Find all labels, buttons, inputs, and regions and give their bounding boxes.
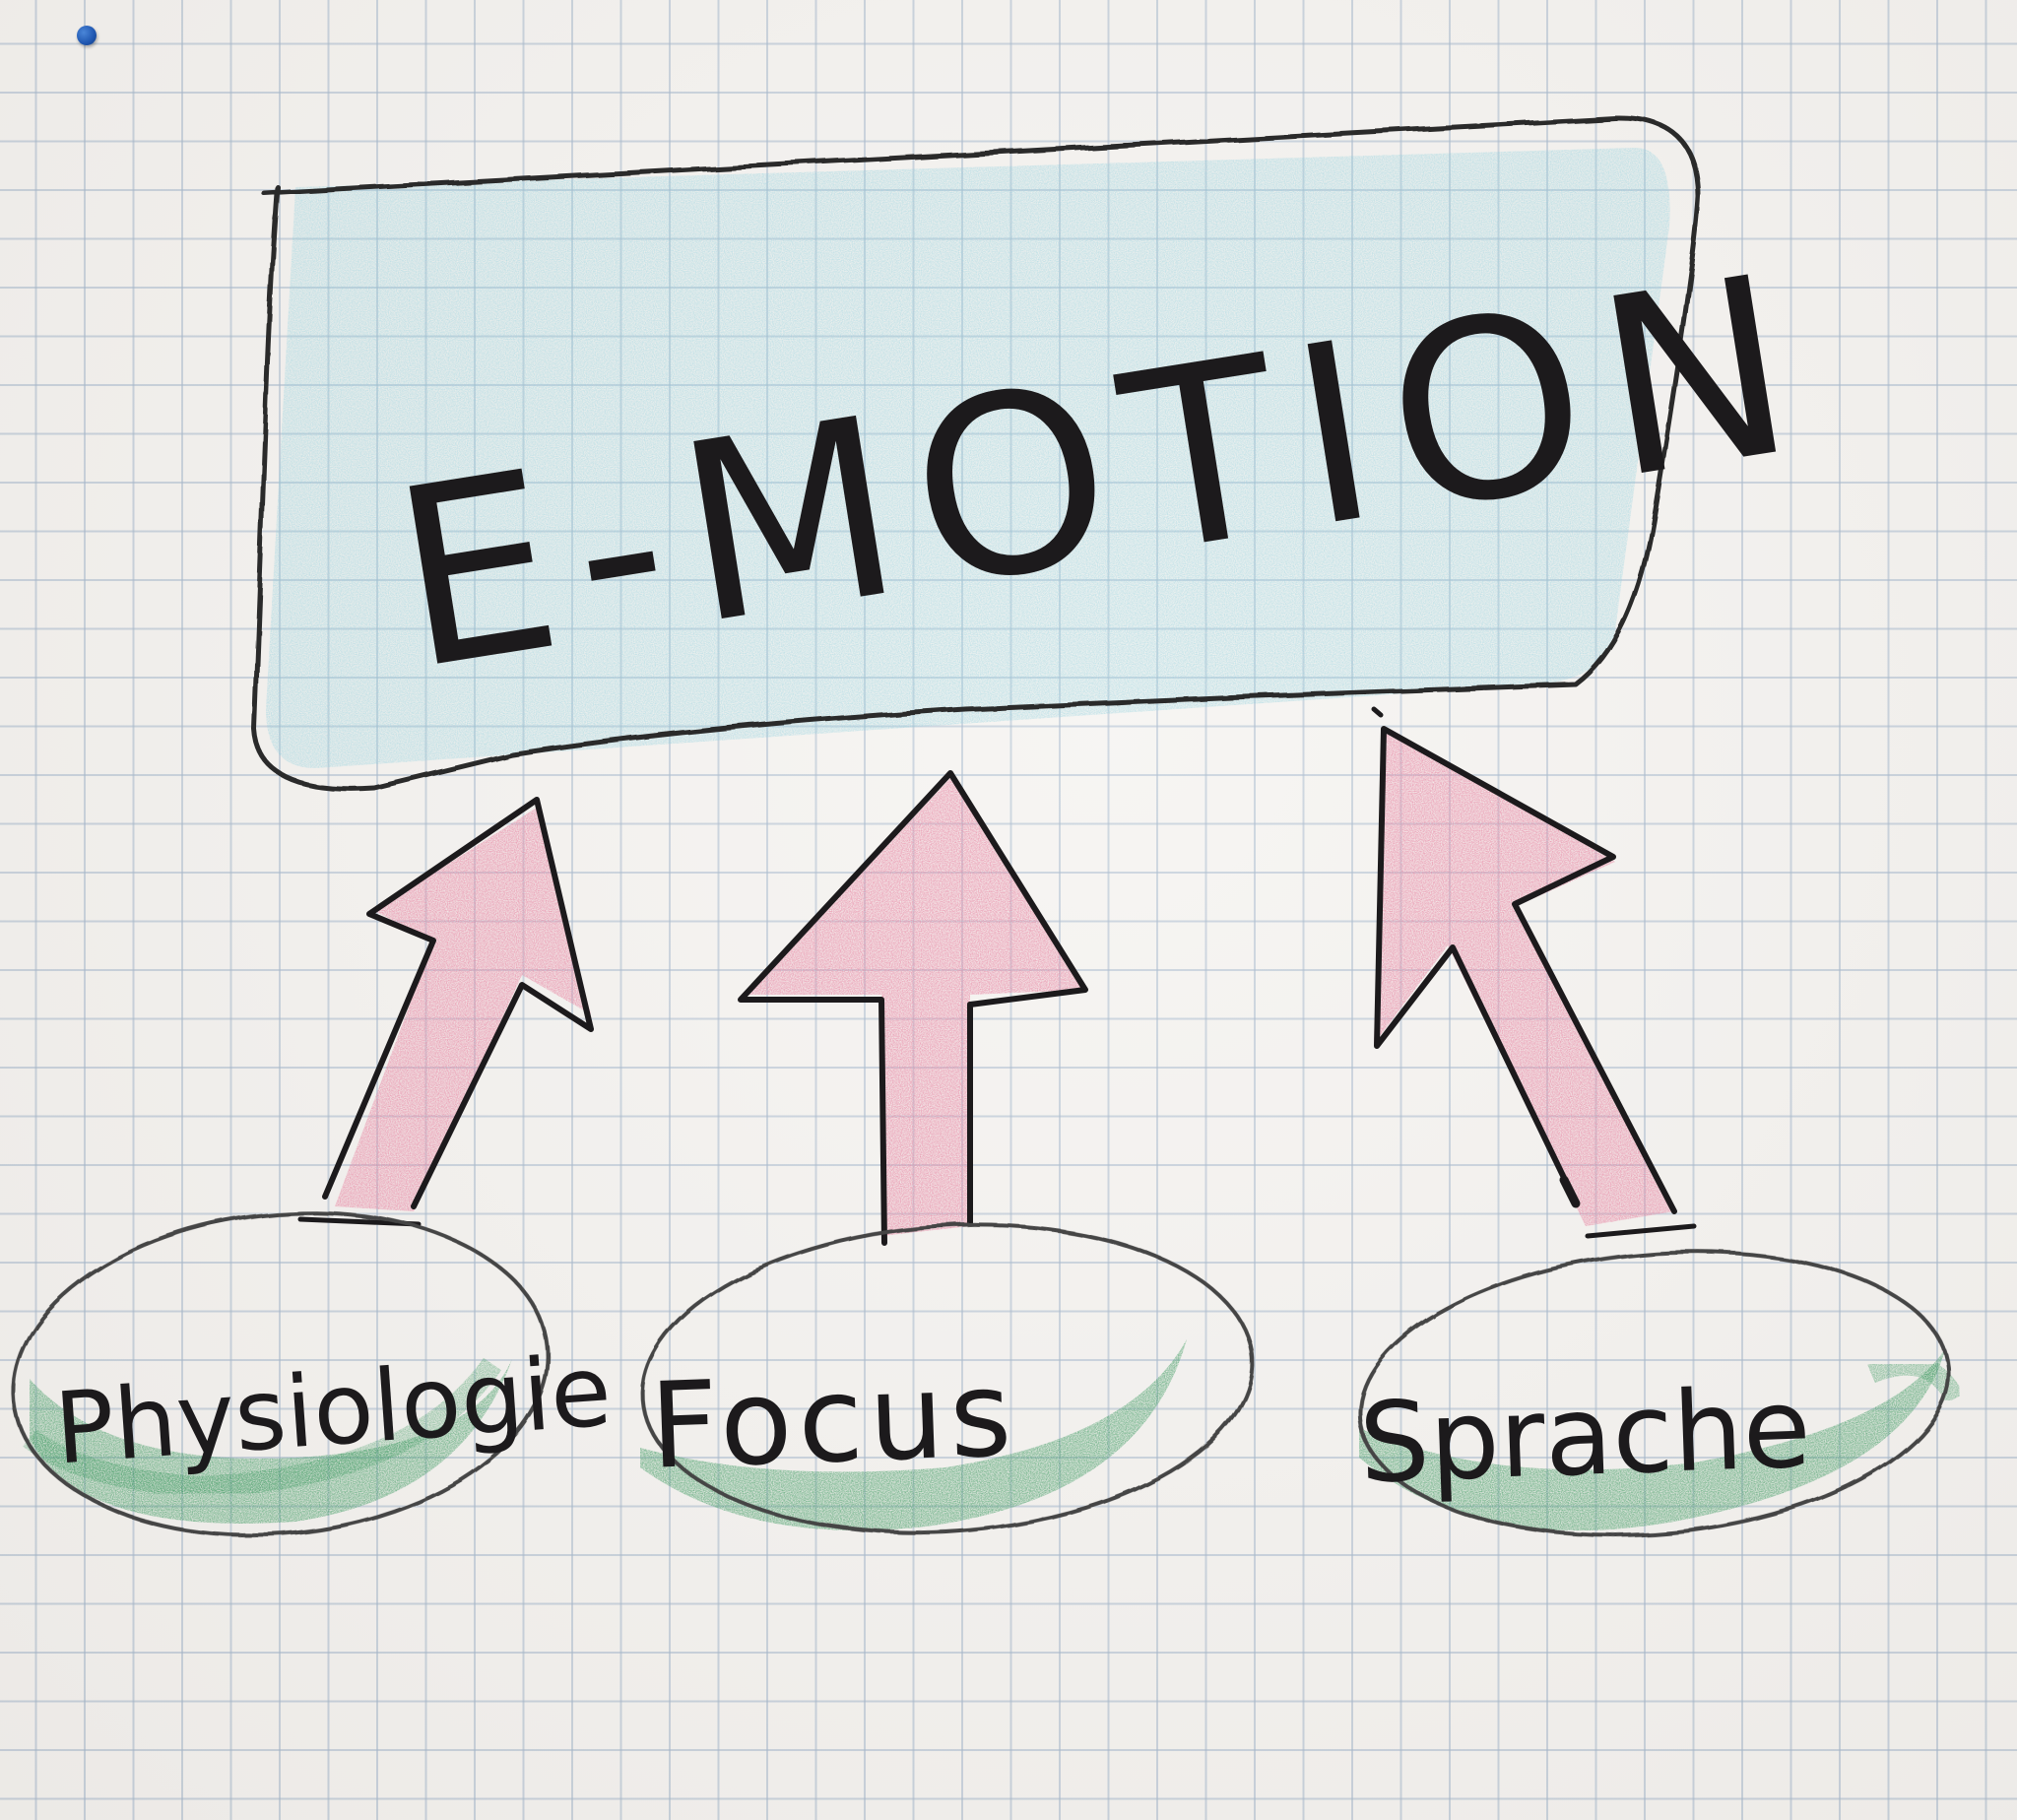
source-label-focus: Focus bbox=[648, 1346, 1019, 1496]
arrow-sprache bbox=[1371, 706, 1697, 1239]
arrow-focus bbox=[738, 770, 1088, 1246]
main-box-fill bbox=[266, 148, 1670, 768]
ellipse-sprache bbox=[1357, 1250, 1964, 1537]
ellipse-physiologie bbox=[11, 1210, 551, 1537]
source-label-sprache: Sprache bbox=[1357, 1364, 1813, 1508]
blue-pushpin-icon bbox=[77, 26, 97, 45]
source-label-physiologie: Physiologie bbox=[51, 1332, 615, 1486]
ellipse-focus bbox=[640, 1222, 1255, 1535]
main-box-outline bbox=[251, 115, 1702, 792]
arrow-physiologie bbox=[297, 797, 594, 1227]
